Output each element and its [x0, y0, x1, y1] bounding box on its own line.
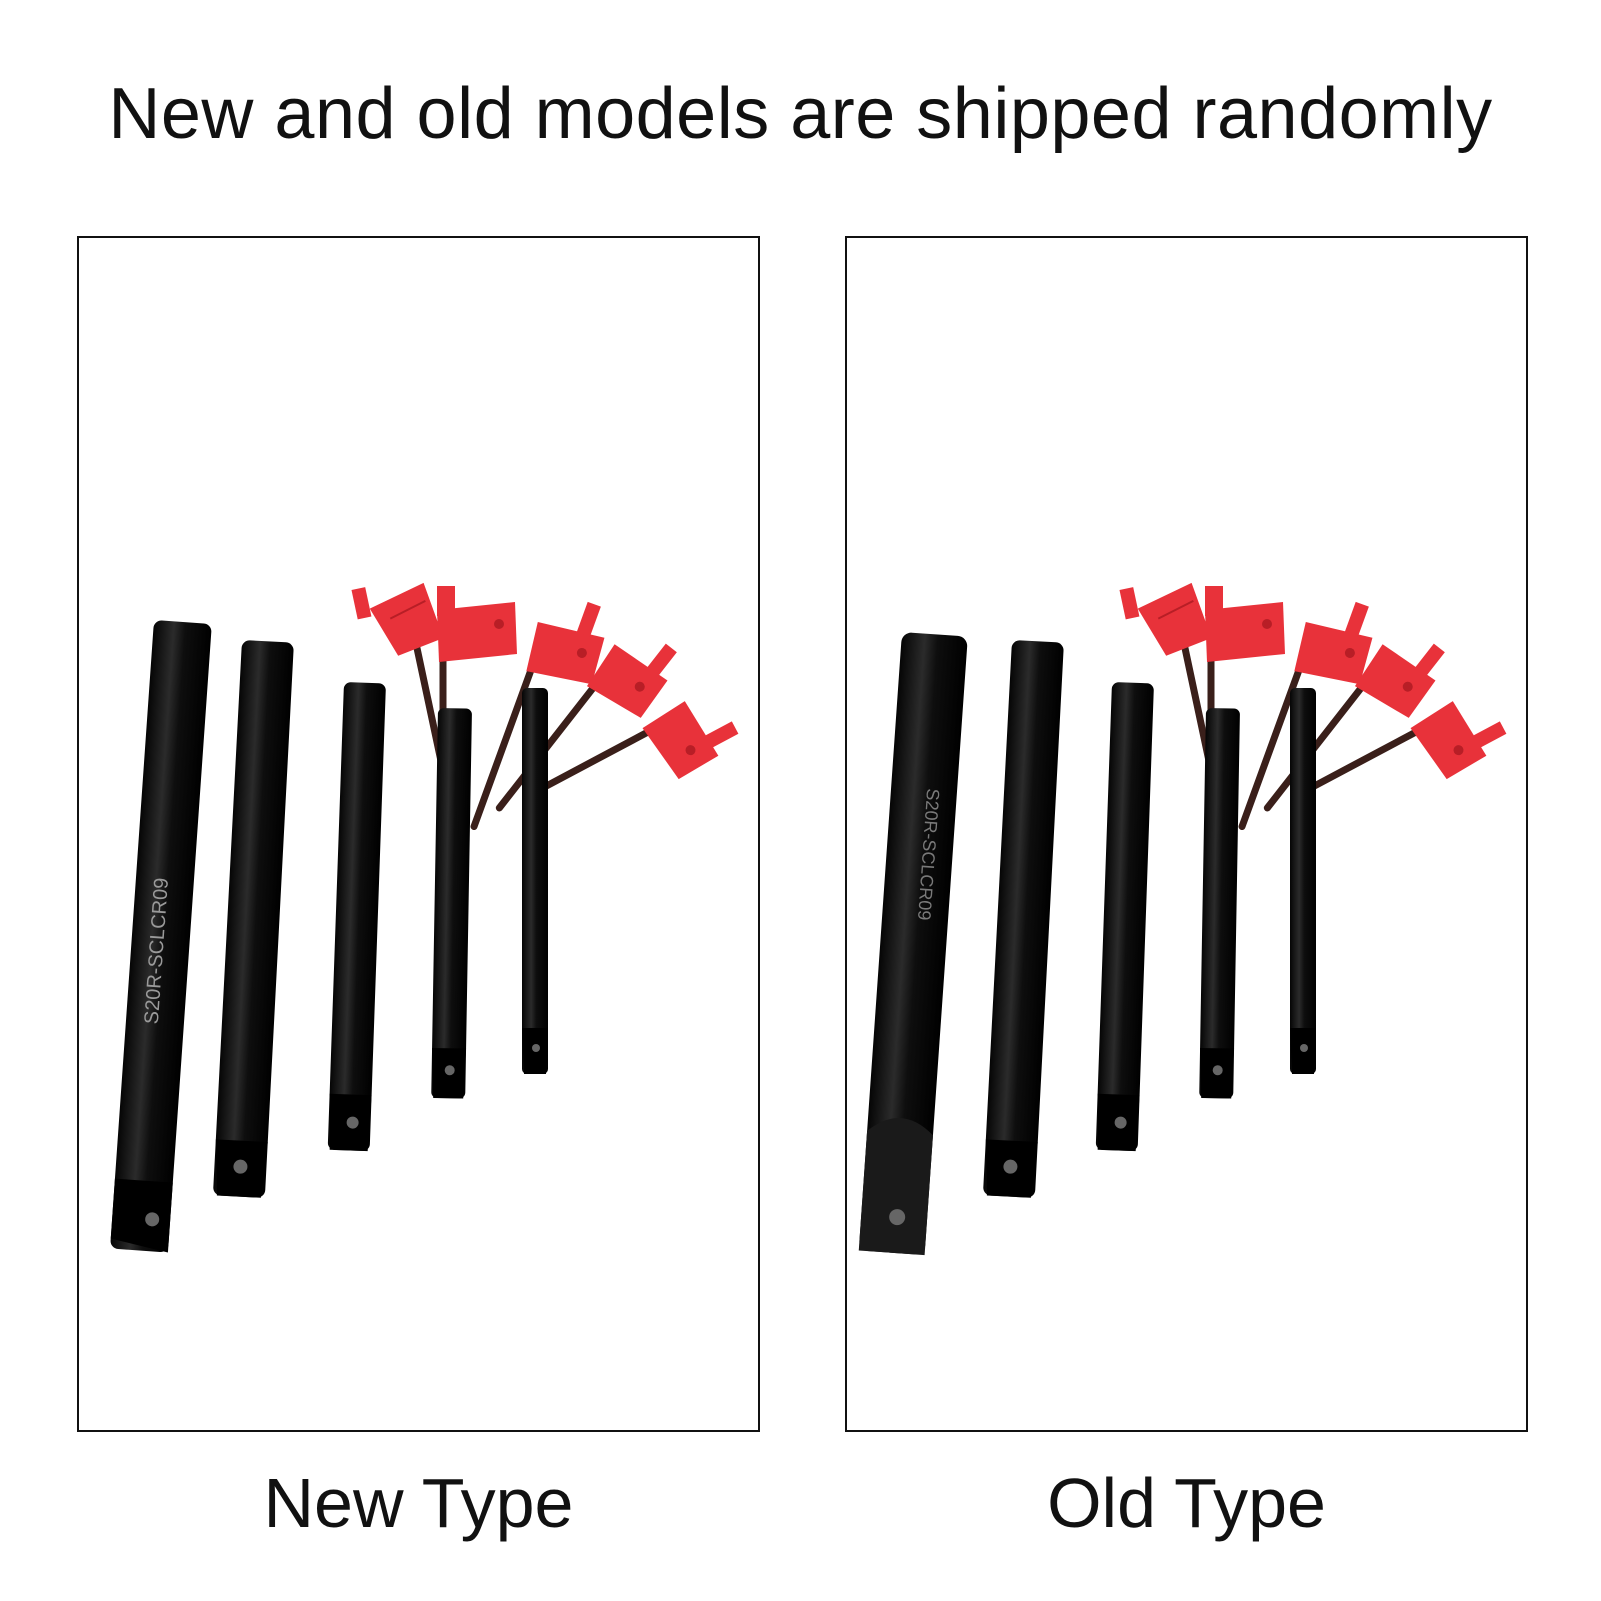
torx-wrench-icon	[470, 601, 605, 831]
torx-wrench-icon	[527, 701, 739, 798]
boring-bar-icon	[431, 708, 472, 1099]
torx-wrench-icon	[1238, 601, 1373, 831]
torx-wrench-icon	[495, 643, 677, 812]
wrench-set	[351, 582, 739, 846]
boring-bar-icon	[1095, 682, 1154, 1152]
torx-wrench-icon	[1295, 701, 1507, 798]
boring-bar-icon: S20R-SCLCR09	[110, 620, 212, 1253]
boring-bar-icon	[327, 682, 386, 1152]
new-type-product-photo: S20R-SCLCR09	[110, 582, 739, 1253]
boring-bar-set: S20R-SCLCR09	[858, 632, 1316, 1256]
boring-bar-icon	[213, 640, 294, 1198]
boring-bar-icon: S20R-SCLCR09	[858, 632, 968, 1256]
old-type-product-panel: S20R-SCLCR09	[845, 236, 1528, 1432]
boring-bar-icon	[1290, 688, 1316, 1074]
boring-bar-icon	[983, 640, 1064, 1198]
new-type-caption: New Type	[263, 1464, 574, 1542]
old-type-caption: Old Type	[1047, 1464, 1326, 1542]
boring-bar-icon	[522, 688, 548, 1074]
boring-bar-set: S20R-SCLCR09	[110, 620, 548, 1253]
headline: New and old models are shipped randomly	[108, 74, 1493, 154]
boring-bar-icon	[1199, 708, 1240, 1099]
torx-wrench-icon	[1263, 643, 1445, 812]
old-type-product-photo: S20R-SCLCR09	[858, 582, 1507, 1256]
new-type-product-panel: S20R-SCLCR09	[77, 236, 760, 1432]
